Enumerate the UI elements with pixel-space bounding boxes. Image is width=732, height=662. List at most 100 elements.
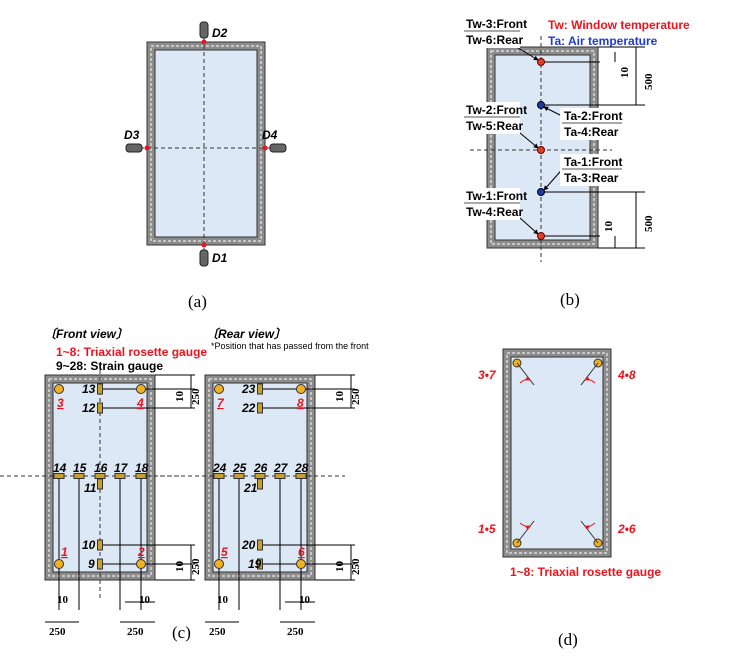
strain-gauge: [114, 473, 126, 479]
strain-gauge: [97, 383, 103, 395]
panel-a: D2 D1 D3 D4 (a): [124, 21, 287, 311]
dimension-label: 250: [190, 558, 202, 575]
corner-label: 3•7: [478, 368, 497, 382]
dimension-label: 10: [334, 561, 346, 573]
strain-gauge-label: 27: [273, 461, 289, 475]
corner-label: 1•5: [478, 522, 496, 536]
strain-gauge-label: 18: [135, 461, 149, 475]
rosette-label: 1: [61, 545, 68, 559]
strain-gauge-label: 16: [94, 461, 108, 475]
strain-gauge: [257, 383, 263, 395]
sensor-point-ta: [537, 101, 545, 109]
strain-gauge: [73, 473, 85, 479]
sensor-label: Ta-2:Front: [564, 109, 622, 123]
sensor-label: Ta-3:Rear: [564, 171, 619, 185]
caption-d: (d): [558, 630, 578, 649]
dimension-lines: [517, 46, 645, 249]
legend-air-temperature: Ta: Air temperature: [548, 34, 658, 48]
strain-gauge: [213, 473, 225, 479]
dim-bottom-10: 10: [603, 221, 615, 233]
strain-gauge-label: 22: [241, 401, 256, 415]
corner-label: 4•8: [617, 368, 636, 382]
sensor-point-tw: [537, 146, 545, 154]
displacement-sensor-d3: [125, 143, 150, 153]
strain-gauge-label: 19: [248, 557, 262, 571]
dimension-label: 10: [174, 391, 186, 403]
rear-view-title: 〔Rear view〕: [206, 327, 286, 341]
dim-top-10: 10: [619, 67, 631, 79]
strain-gauge: [135, 473, 147, 479]
rosette-label: 2: [137, 545, 145, 559]
dimension-label: 10: [174, 561, 186, 573]
legend-strain-gauge: 9~28: Strain gauge: [56, 359, 163, 373]
strain-gauge: [257, 539, 263, 551]
dimension-label: 10: [139, 594, 151, 606]
label-group: Ta-1:Front Ta-3:Rear: [560, 154, 622, 186]
rosette-gauge: [296, 384, 306, 394]
strain-gauge-label: 21: [243, 481, 258, 495]
panel-d: 3•7 4•8 1•5 2•6 1~8: Triaxial rosette ga…: [478, 348, 661, 649]
rosette-gauge: [214, 384, 224, 394]
rosette-label: 8: [297, 396, 304, 410]
label-group: Ta-2:Front Ta-4:Rear: [560, 108, 622, 140]
strain-gauge-label: 11: [84, 481, 97, 495]
rosette-gauge: [136, 559, 146, 569]
sensor-point-tw: [537, 58, 545, 66]
strain-gauge: [295, 473, 307, 479]
strain-gauge: [233, 473, 245, 479]
dimension-label: 250: [350, 558, 362, 575]
window-frame: [502, 348, 612, 558]
rosette-gauge: [214, 559, 224, 569]
strain-gauge-label: 9: [88, 557, 95, 571]
dim-top-500: 500: [643, 73, 655, 90]
rosette-label: 5: [221, 545, 228, 559]
rosette-gauge: [54, 559, 64, 569]
sensor-point-ta: [537, 188, 545, 196]
legend-rosette-gauge: 1~8: Triaxial rosette gauge: [56, 345, 207, 359]
sensor-label-d3: D3: [124, 128, 140, 142]
dimension-label: 250: [49, 626, 66, 638]
sensor-point-tw: [537, 232, 545, 240]
dimension-label: 250: [190, 388, 202, 405]
strain-gauge: [257, 402, 263, 414]
strain-gauge-label: 14: [53, 461, 67, 475]
rosette-gauge: [54, 384, 64, 394]
strain-gauge-label: 12: [82, 401, 96, 415]
sensor-label-d4: D4: [262, 128, 278, 142]
front-view-title: 〔Front view〕: [44, 327, 128, 341]
rosette-label: 6: [298, 545, 305, 559]
panel-c: 〔Front view〕 〔Rear view〕 *Position that …: [0, 327, 369, 642]
label-group: Tw-1:Front Tw-4:Rear: [464, 188, 527, 220]
rosette-arrows: [519, 375, 596, 531]
strain-gauge: [97, 478, 103, 490]
sensor-label: Tw-6:Rear: [466, 33, 523, 47]
dim-bottom-500: 500: [643, 215, 655, 232]
rosette-label: 3: [57, 396, 64, 410]
window-frame: [146, 41, 266, 246]
strain-gauge-label: 10: [82, 538, 96, 552]
strain-gauge-label: 28: [294, 461, 309, 475]
sensor-label: Tw-2:Front: [466, 103, 527, 117]
strain-gauge: [53, 473, 65, 479]
rosette-label: 4: [136, 396, 144, 410]
strain-gauge-label: 20: [241, 538, 256, 552]
strain-gauge: [97, 558, 103, 570]
legend-window-temperature: Tw: Window temperature: [548, 18, 690, 32]
label-group: Tw-2:Front Tw-5:Rear: [464, 102, 527, 134]
strain-gauge-label: 25: [232, 461, 247, 475]
rosette-gauge: [136, 384, 146, 394]
strain-gauge: [97, 539, 103, 551]
rear-view-note: *Position that has passed from the front: [211, 341, 369, 351]
corner-label: 2•6: [617, 522, 636, 536]
strain-gauge-label: 17: [114, 461, 129, 475]
dimension-label: 250: [209, 626, 226, 638]
dimension-label: 250: [287, 626, 304, 638]
caption-c: (c): [172, 623, 191, 642]
strain-gauge: [257, 558, 263, 570]
dimension-label: 10: [299, 594, 311, 606]
strain-gauge-label: 23: [241, 382, 256, 396]
frame-dashes: [208, 378, 312, 577]
